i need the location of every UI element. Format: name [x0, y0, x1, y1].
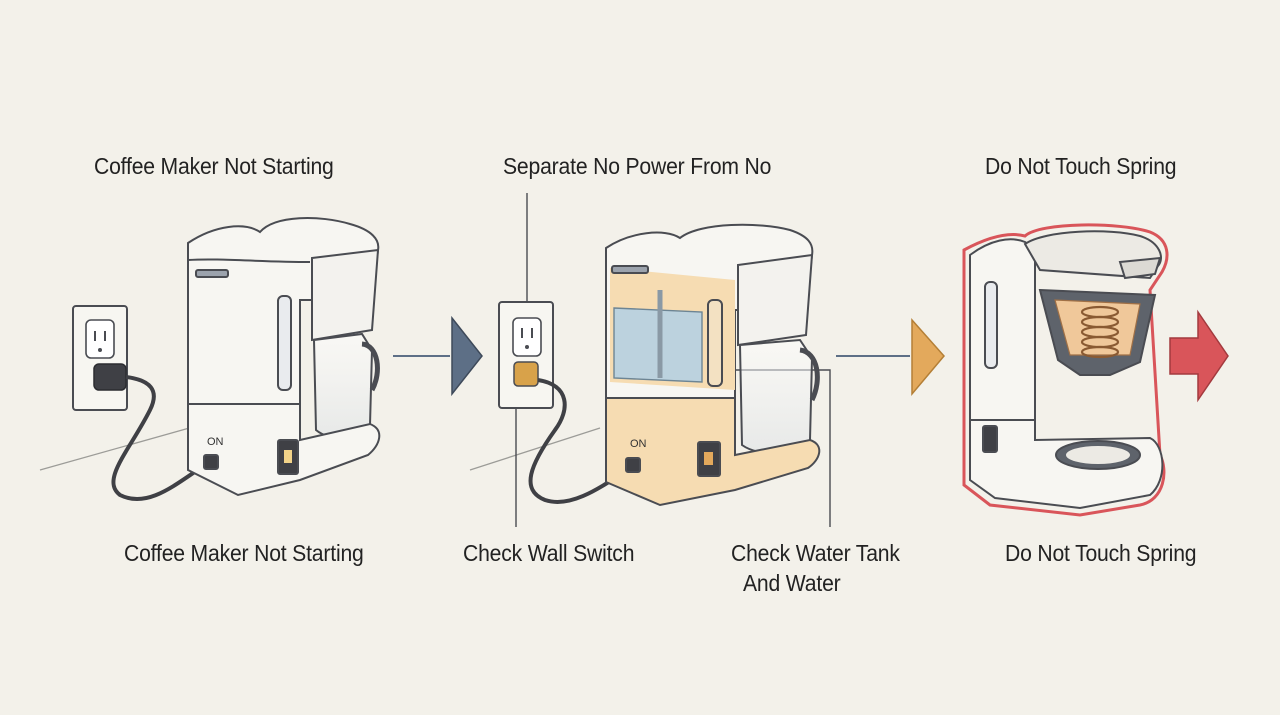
power-plug-icon	[93, 363, 212, 502]
panel-1-title: Coffee Maker Not Starting	[94, 153, 334, 179]
panel-2-caption-tank-line1: Check Water Tank	[731, 540, 900, 566]
panel-2-switch-label: ON	[630, 438, 647, 450]
panel-2-caption-tank-line2: And Water	[743, 570, 841, 596]
flow-arrow-icon	[393, 315, 483, 397]
flow-arrow-icon	[836, 318, 945, 397]
coffee-maker-icon	[969, 230, 1164, 510]
power-cord	[528, 378, 642, 504]
panel-3-caption: Do Not Touch Spring	[1005, 540, 1197, 566]
panel-1-art: ON	[72, 217, 381, 502]
panel-3-title: Do Not Touch Spring	[985, 153, 1177, 179]
spring-icon	[1080, 305, 1120, 359]
wall-outlet-icon	[72, 305, 128, 411]
panel-1-caption: Coffee Maker Not Starting	[124, 540, 364, 566]
wall-outlet-icon	[498, 301, 554, 409]
coffee-maker-icon	[605, 223, 821, 507]
panel-3-art	[962, 223, 1229, 517]
warning-outline	[962, 223, 1169, 517]
panel-2-title: Separate No Power From No	[503, 153, 772, 179]
panel-2-caption-switch: Check Wall Switch	[463, 540, 635, 566]
coffee-maker-icon	[187, 217, 381, 497]
panel-2-art: ON	[498, 193, 831, 527]
panel-1-switch-label: ON	[207, 436, 224, 448]
floor-lines	[39, 424, 601, 471]
warning-arrow-icon	[1169, 309, 1229, 403]
